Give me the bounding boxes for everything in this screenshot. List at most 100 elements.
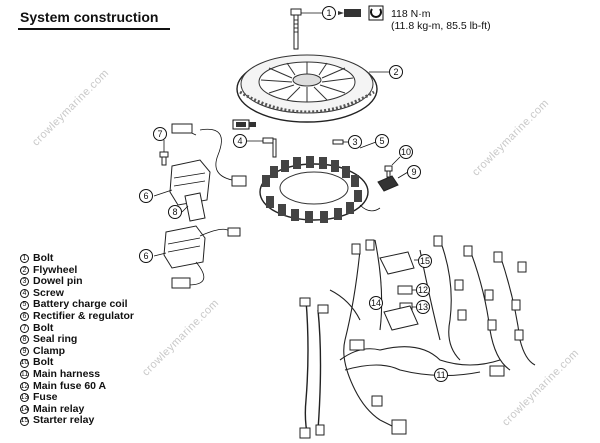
legend-number: 12 [20, 381, 29, 391]
legend-item: 7 Bolt [20, 321, 134, 335]
legend-number: 4 [20, 289, 29, 299]
callout-4: 4 [233, 134, 247, 148]
charge-coil-part [259, 141, 381, 223]
callout-2: 2 [389, 65, 403, 79]
legend-number: 9 [20, 347, 29, 357]
legend-item: 5 Battery charge coil [20, 299, 134, 311]
callout-1: 1 [322, 6, 336, 20]
lock-icon [368, 5, 384, 21]
svg-text:2: 2 [393, 67, 398, 77]
legend-number: 1 [20, 254, 29, 264]
legend-item: 3 Dowel pin [20, 276, 134, 288]
svg-text:6: 6 [143, 191, 148, 201]
legend-item: 4 Screw [20, 286, 134, 300]
callout-7: 7 [153, 127, 167, 141]
page-title: System construction [20, 9, 159, 25]
legend-item: 6 Rectifier & regulator [20, 309, 134, 323]
callout-10: 10 [399, 145, 413, 159]
legend-label: Bolt [33, 252, 54, 264]
svg-text:1: 1 [326, 8, 331, 18]
loctite-icon [232, 119, 256, 130]
legend-item: 2 Flywheel [20, 263, 134, 277]
legend-item: 12 Main fuse 60 A [20, 379, 134, 393]
legend-label: Bolt [33, 321, 54, 334]
callout-9: 9 [407, 165, 421, 179]
svg-text:4: 4 [237, 136, 242, 146]
svg-text:13: 13 [418, 302, 428, 312]
callout-8: 8 [168, 205, 182, 219]
legend-item: 13 Fuse [20, 392, 134, 404]
svg-text:5: 5 [379, 136, 384, 146]
legend-item: 15 Starter relay [20, 415, 134, 427]
torque-conversion: (11.8 kg-m, 85.5 lb-ft) [391, 20, 491, 32]
clamp-part [377, 171, 409, 192]
torque-wrench-icon [338, 9, 361, 17]
main-harness-part [304, 239, 536, 439]
legend-label: Clamp [33, 344, 66, 357]
legend-number: 3 [20, 277, 29, 287]
bolt-part [159, 140, 169, 166]
legend-label: Rectifier & regulator [33, 309, 134, 322]
svg-text:6: 6 [143, 251, 148, 261]
legend-number: 15 [20, 416, 29, 426]
svg-text:14: 14 [371, 298, 381, 308]
svg-text:15: 15 [420, 256, 430, 266]
legend-number: 5 [20, 300, 29, 310]
legend-label: Fuse [33, 391, 58, 404]
legend-label: Starter relay [33, 414, 95, 427]
seal-ring-part [181, 192, 206, 222]
legend-number: 6 [20, 312, 29, 322]
svg-text:7: 7 [157, 129, 162, 139]
callout-6: 6 [139, 249, 153, 263]
bolt-part [384, 156, 401, 178]
legend-number: 11 [20, 370, 29, 380]
main-fuse-part [397, 285, 416, 295]
screw-part [246, 137, 277, 158]
legend-label: Main harness [33, 367, 101, 380]
callout-11: 11 [434, 368, 448, 382]
svg-text:9: 9 [411, 167, 416, 177]
legend-item: 1 Bolt [20, 252, 134, 265]
legend-number: 8 [20, 335, 29, 345]
legend-item: 10 Bolt [20, 357, 134, 369]
callout-3: 3 [348, 135, 362, 149]
starter-relay-part [379, 251, 420, 275]
legend-item: 14 Main relay [20, 402, 134, 416]
legend-number: 13 [20, 393, 29, 403]
callout-15: 15 [418, 254, 432, 268]
legend-number: 7 [20, 323, 29, 333]
legend-label: Bolt [33, 356, 54, 369]
callout-13: 13 [416, 300, 430, 314]
svg-text:3: 3 [352, 137, 357, 147]
legend-number: 10 [20, 358, 29, 368]
dowel-pin-part [332, 139, 348, 145]
legend-label: Main fuse 60 A [33, 379, 107, 392]
callout-5: 5 [375, 134, 389, 148]
title-underline [18, 28, 170, 30]
bolt-part [290, 8, 322, 50]
legend-number: 14 [20, 405, 29, 415]
legend-item: 8 Seal ring [20, 334, 134, 346]
legend-label: Battery charge coil [33, 298, 128, 311]
legend-label: Seal ring [33, 333, 78, 346]
svg-text:11: 11 [436, 370, 445, 380]
svg-text:12: 12 [418, 285, 428, 295]
svg-text:10: 10 [401, 147, 411, 157]
callout-12: 12 [416, 283, 430, 297]
legend-label: Screw [33, 286, 64, 299]
rectifier-regulator-part [153, 225, 241, 289]
legend-item: 9 Clamp [20, 344, 134, 358]
legend-label: Flywheel [33, 263, 78, 276]
torque-spec: 118 N·m (11.8 kg-m, 85.5 lb-ft) [391, 8, 491, 32]
legend-item: 11 Main harness [20, 367, 134, 381]
legend-label: Main relay [33, 402, 85, 415]
callout-6: 6 [139, 189, 153, 203]
legend-number: 2 [20, 265, 29, 275]
callout-14: 14 [369, 296, 383, 310]
legend-label: Dowel pin [33, 275, 83, 288]
harness-connectors [299, 235, 527, 439]
main-relay-part [383, 305, 419, 331]
torque-value: 118 N·m [391, 8, 431, 20]
